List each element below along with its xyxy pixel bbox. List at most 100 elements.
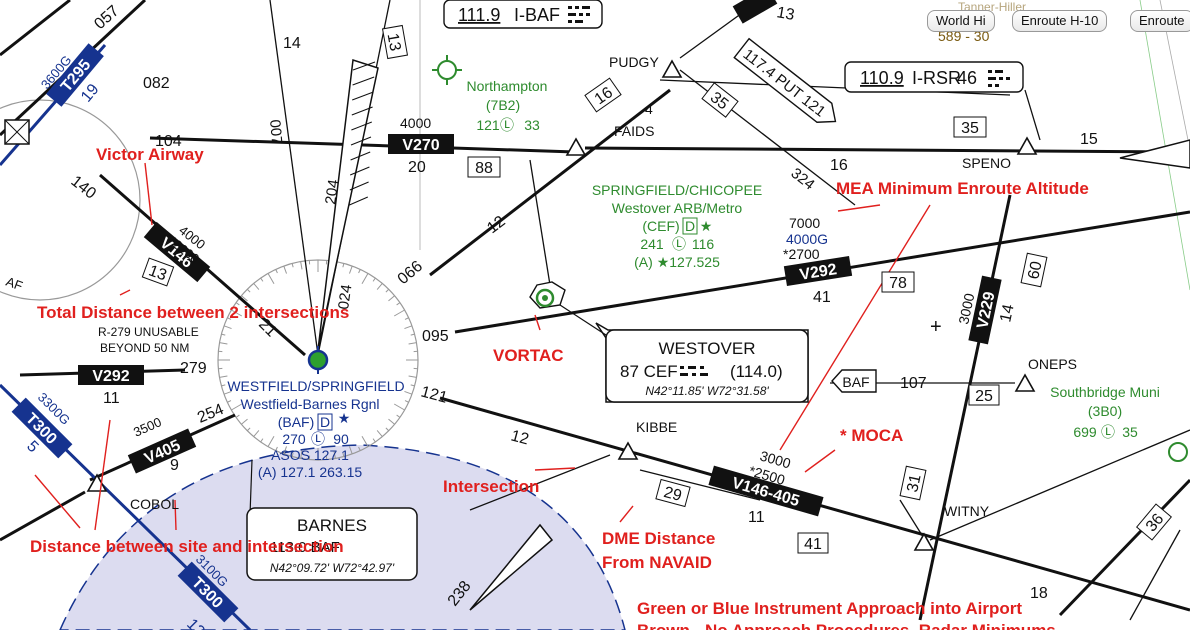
feather-hatch-line: [352, 76, 375, 86]
rose-tick: [260, 277, 264, 282]
svg-text:13: 13: [775, 4, 796, 24]
svg-text:9: 9: [170, 457, 179, 474]
rose-tick: [358, 269, 361, 274]
rose-tick: [396, 414, 401, 418]
rose-tick: [246, 288, 251, 293]
svg-text:25: 25: [975, 388, 993, 405]
fix-pudgy: PUDGY: [609, 54, 659, 70]
svg-text:4000: 4000: [400, 115, 431, 131]
svg-text:19: 19: [78, 81, 103, 106]
rose-tick: [388, 295, 395, 302]
fix-witny: WITNY: [944, 503, 990, 519]
svg-text:D: D: [685, 218, 695, 234]
svg-text:V292: V292: [798, 261, 838, 284]
svg-text:14: 14: [283, 35, 301, 52]
red-annotations: Victor Airway Total Distance between 2 i…: [30, 145, 1089, 630]
rose-tick: [219, 342, 228, 345]
svg-text:11: 11: [748, 509, 765, 526]
rose-tick: [358, 446, 361, 451]
feather-hatch-line: [350, 166, 370, 176]
svg-text:066: 066: [395, 258, 426, 288]
rose-tick: [348, 446, 353, 455]
rose-tick: [253, 430, 260, 437]
rose-tick: [231, 403, 243, 411]
localizer-feather-lower: [469, 523, 554, 611]
enroute-button[interactable]: Enroute: [1130, 10, 1190, 32]
svg-text:4000G: 4000G: [786, 231, 828, 247]
thin-line-b: [1139, 0, 1190, 291]
svg-text:N42°11.85' W72°31.58': N42°11.85' W72°31.58': [645, 384, 769, 398]
label-mea: MEA Minimum Enroute Altitude: [836, 179, 1089, 198]
feather-hatch: [349, 61, 376, 206]
rose-tick: [393, 403, 405, 411]
svg-text:V292: V292: [92, 368, 129, 385]
fix-faids: FAIDS: [614, 123, 654, 139]
svg-text:5: 5: [23, 438, 41, 456]
svg-text:14: 14: [997, 303, 1017, 324]
svg-text:20: 20: [408, 159, 426, 176]
svg-text:(BAF): (BAF): [278, 414, 315, 430]
svg-text:Ⓛ: Ⓛ: [311, 431, 325, 447]
svg-text:WESTOVER: WESTOVER: [659, 339, 756, 358]
svg-text:699: 699: [1073, 424, 1097, 440]
svg-text:BARNES: BARNES: [297, 516, 367, 535]
rose-tick: [404, 390, 413, 395]
svg-text:88: 88: [475, 160, 493, 177]
rose-tick: [223, 325, 232, 330]
rose-tick: [361, 435, 369, 447]
svg-text:I-BAF: I-BAF: [514, 5, 560, 25]
feather-hatch-line: [349, 196, 368, 206]
world-hi-button[interactable]: World Hi: [927, 10, 995, 32]
rose-tick: [241, 418, 248, 425]
rose-tick: [291, 452, 294, 457]
rose-tick: [408, 375, 417, 378]
svg-text:BEYOND 50 NM: BEYOND 50 NM: [100, 341, 189, 355]
svg-text:13: 13: [384, 32, 404, 53]
rose-tick: [333, 450, 336, 459]
fix-pudgy-triangle: [661, 59, 683, 78]
rose-tick: [300, 261, 303, 270]
svg-text:082: 082: [143, 75, 170, 92]
label-vortac: VORTAC: [493, 346, 564, 365]
rose-tick: [253, 283, 260, 290]
fix-cobol-triangle: [86, 473, 108, 492]
svg-text:41: 41: [813, 289, 831, 306]
svg-text:(A) ★127.525: (A) ★127.525: [634, 254, 720, 270]
rose-tick: [231, 309, 243, 317]
box-35-diag: 35: [701, 82, 739, 118]
fix-names: PUDGY FAIDS SPENO KIBBE WITNY ONEPS COBO…: [130, 54, 1077, 519]
svg-text:13: 13: [146, 262, 169, 284]
svg-text:(114.0): (114.0): [730, 362, 783, 381]
rose-tick: [376, 283, 383, 290]
svg-text:31: 31: [904, 473, 924, 494]
svg-text:3500: 3500: [131, 414, 164, 439]
rose-tick: [267, 435, 275, 447]
svg-text:★: ★: [700, 218, 713, 234]
svg-text:024: 024: [335, 283, 355, 310]
rose-tick: [361, 273, 369, 285]
box-29: 29: [655, 478, 691, 508]
enroute-h10-button[interactable]: Enroute H-10: [1012, 10, 1108, 32]
fix-speno: SPENO: [962, 155, 1011, 171]
svg-text:117.4 PUT 121: 117.4 PUT 121: [740, 46, 829, 121]
svg-text:78: 78: [889, 275, 907, 292]
box-78: 78: [881, 271, 915, 293]
svg-text:16: 16: [830, 157, 848, 174]
svg-text:35: 35: [961, 120, 979, 137]
svg-text:35: 35: [1122, 424, 1138, 440]
svg-text:Westover ARB/Metro: Westover ARB/Metro: [612, 200, 743, 216]
rose-tick: [246, 427, 251, 432]
rose-tick: [227, 317, 232, 320]
feather-hatch-line: [351, 106, 373, 116]
svg-text:SPRINGFIELD/CHICOPEE: SPRINGFIELD/CHICOPEE: [592, 182, 762, 198]
intersection-triangles: [86, 59, 1038, 551]
compass-rose-left: [0, 99, 141, 301]
box-41: 41: [797, 532, 829, 554]
svg-text:110.9: 110.9: [860, 68, 904, 88]
plus-mark: +: [930, 316, 942, 338]
ils-box-rsr: 110.9 I-RSR 46: [844, 61, 1024, 93]
box-36: 36: [1135, 503, 1173, 541]
rose-tick: [260, 438, 264, 443]
svg-text:46: 46: [957, 68, 977, 88]
svg-text:*2700: *2700: [783, 246, 820, 262]
